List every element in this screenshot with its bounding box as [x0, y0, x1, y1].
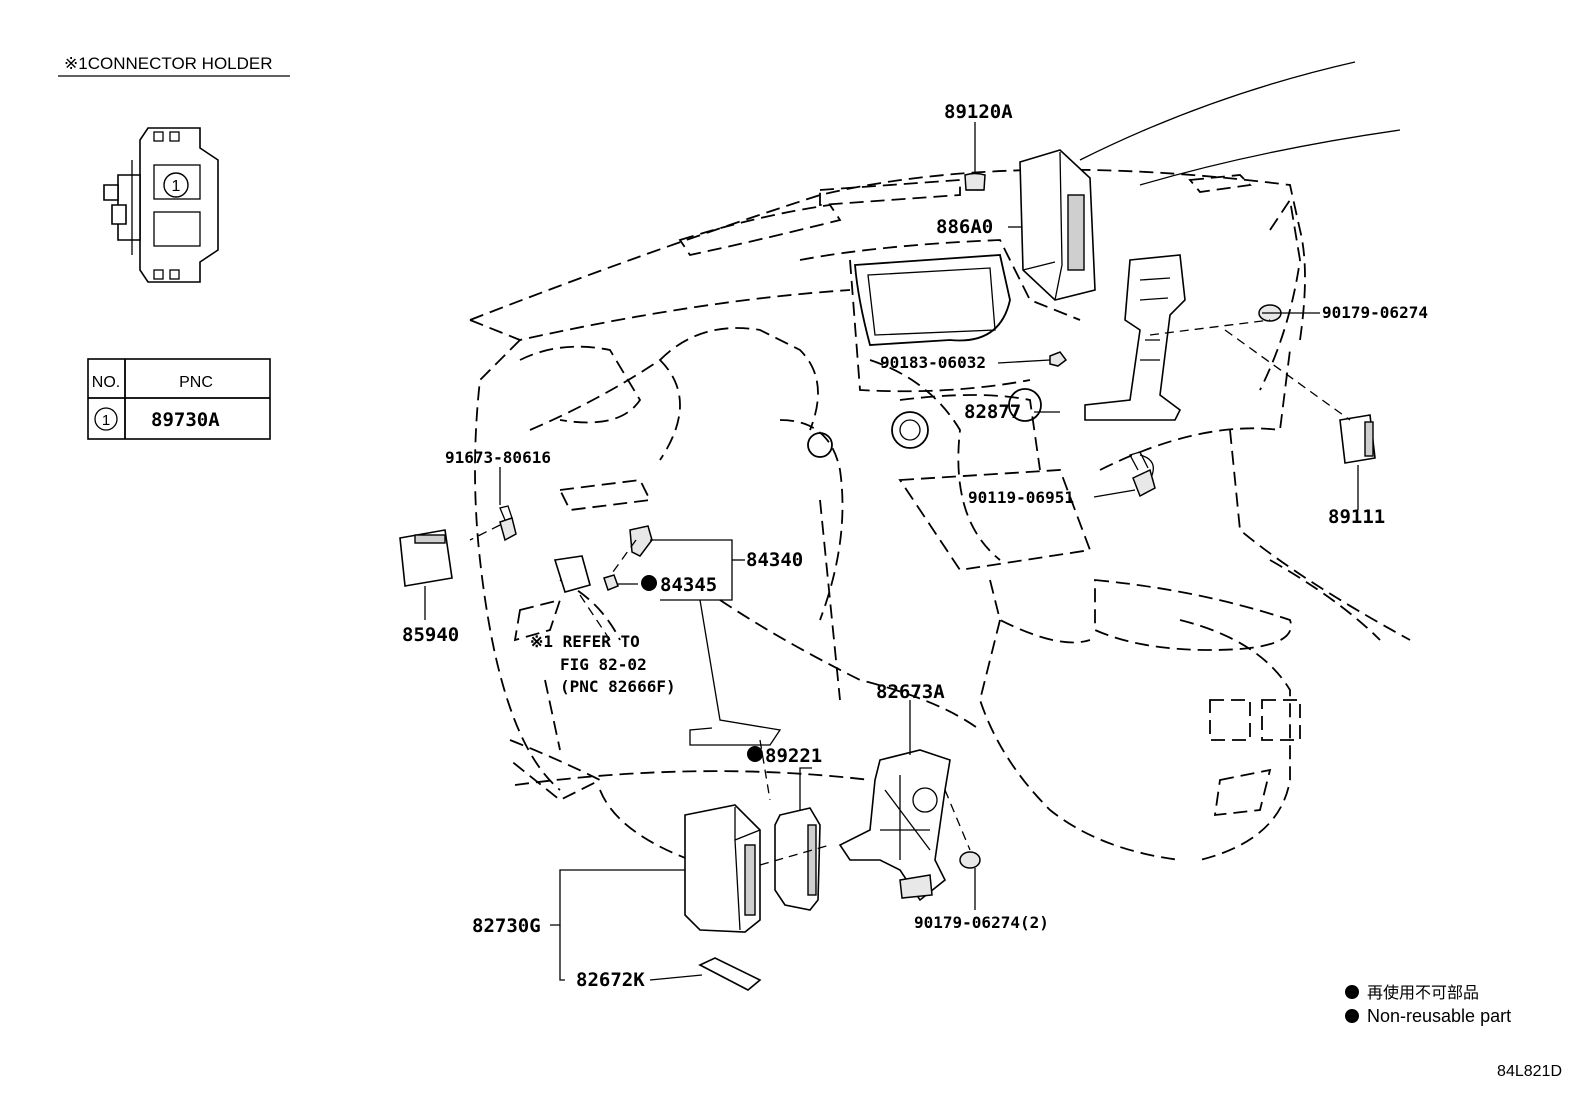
part-82730g-junction-block [684, 804, 761, 933]
pnc-table-row-no: 1 [102, 412, 110, 429]
part-84345-clip [603, 574, 619, 591]
pnc-table-header-pnc: PNC [179, 374, 213, 391]
part-85940-module [399, 529, 453, 587]
pnc-table-row-pnc: 89730A [151, 409, 220, 431]
connector-holder-title: ※1CONNECTOR HOLDER [64, 54, 273, 73]
legend-japanese: 再使用不可部品 [1367, 984, 1479, 1002]
label-84340: 84340 [746, 549, 803, 571]
part-90119-06951-bolt [1129, 451, 1156, 498]
label-refer-line1: ※1 REFER TO [530, 632, 640, 651]
legend-english: Non-reusable part [1367, 1006, 1511, 1026]
connector-holder-inset: ※1CONNECTOR HOLDER 1 [58, 54, 290, 283]
part-89111-sensor [1339, 414, 1376, 464]
dashboard-outline [469, 61, 1411, 871]
part-82877-bracket [1084, 254, 1186, 421]
part-886a0-ecu [1019, 149, 1096, 301]
label-89120a: 89120A [944, 101, 1013, 123]
label-82672k: 82672K [576, 969, 645, 991]
part-82672k-cover [698, 957, 762, 991]
connector-marker-circle [163, 172, 189, 198]
pnc-table: NO. PNC 1 89730A [87, 358, 271, 440]
label-90119-06951: 90119-06951 [968, 488, 1074, 507]
legend: 再使用不可部品 Non-reusable part [1345, 984, 1511, 1026]
label-89111: 89111 [1328, 506, 1385, 528]
pnc-table-row-no-circle [94, 407, 118, 431]
legend-dot-en [1345, 1009, 1359, 1023]
connector-holder-drawing: 1 [103, 127, 219, 283]
label-84345: 84345 [660, 574, 717, 596]
connector-marker-number: 1 [172, 178, 181, 195]
label-886a0: 886A0 [936, 216, 993, 238]
label-90179-06274: 90179-06274 [1322, 303, 1428, 322]
label-refer-line3: (PNC 82666F) [560, 677, 676, 696]
label-82730g: 82730G [472, 915, 541, 937]
label-91673-80616: 91673-80616 [445, 448, 551, 467]
part-89221-module [774, 807, 821, 911]
part-84340-switch [629, 525, 653, 557]
label-90179-06274-2: 90179-06274(2) [914, 913, 1049, 932]
part-pedal-bracket [689, 599, 782, 746]
part-82673a-bracket [838, 749, 951, 902]
label-82673a: 82673A [876, 681, 945, 703]
non-reusable-dot-89221 [747, 746, 763, 762]
label-89221: 89221 [765, 745, 822, 767]
non-reusable-dot-84345 [641, 575, 657, 591]
leader-lines [424, 122, 1359, 981]
label-90183-06032: 90183-06032 [880, 353, 986, 372]
label-refer-line2: FIG 82-02 [560, 655, 647, 674]
callout-labels: 89120A 886A0 90179-06274 90183-06032 828… [402, 101, 1428, 991]
figure-id: 84L821D [1497, 1063, 1562, 1080]
label-85940: 85940 [402, 624, 459, 646]
part-89120a-clip [964, 172, 986, 191]
part-90183-06032-nut [1049, 351, 1068, 367]
part-91673-80616-bolt [499, 505, 517, 542]
part-connector-holder-small [553, 555, 591, 593]
label-82877: 82877 [964, 401, 1021, 423]
part-90179-06274-2-nut [959, 851, 981, 869]
legend-dot-jp [1345, 985, 1359, 999]
pnc-table-header-no: NO. [92, 374, 120, 391]
